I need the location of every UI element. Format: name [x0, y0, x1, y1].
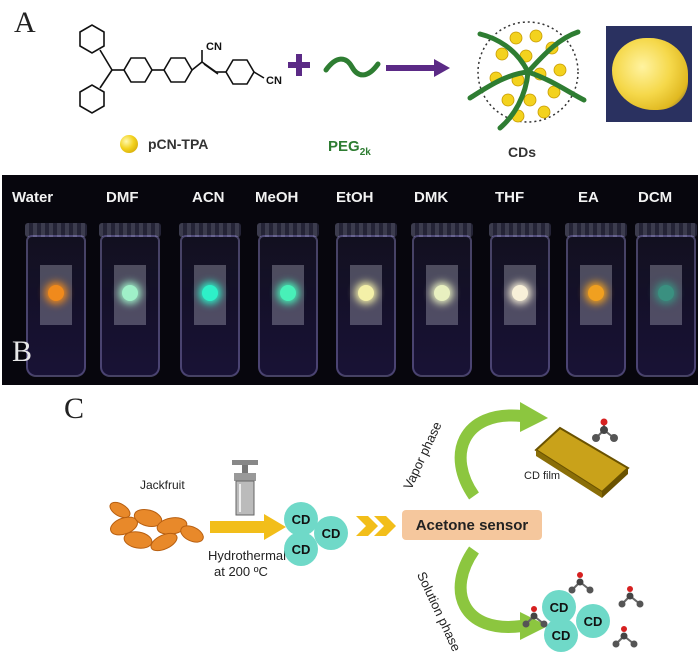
cd-particle: CD	[314, 516, 348, 550]
cn-top-label: CN	[206, 41, 222, 53]
jackfruit-label: Jackfruit	[140, 478, 185, 492]
plus-icon	[288, 54, 310, 76]
acetone-molecule-icon	[592, 418, 618, 442]
fluorescent-spot	[512, 285, 528, 301]
double-chevron-icon	[356, 516, 396, 536]
cd-particle: CD	[544, 618, 578, 652]
pcn-tpa-label: pCN-TPA	[148, 136, 209, 152]
cds-powder-photo	[606, 26, 692, 122]
panel-c-letter: C	[64, 392, 85, 425]
fluorescent-spot	[434, 285, 450, 301]
acetone-molecule-icon	[618, 586, 644, 608]
vial-ea	[565, 223, 627, 377]
vial-acn	[179, 223, 241, 377]
peg-chain-icon	[323, 56, 381, 78]
fluorescent-spot	[658, 285, 674, 301]
solvent-label-dmk: DMK	[414, 189, 449, 206]
vial-water	[25, 223, 87, 377]
temperature-label: at 200 ºC	[214, 564, 268, 579]
solvent-label-thf: THF	[495, 189, 525, 206]
vapor-phase-curved-arrow	[454, 402, 548, 500]
cd-film-label: CD film	[524, 470, 561, 482]
hydrothermal-label: Hydrothermal	[208, 548, 287, 563]
vial-etoh	[335, 223, 397, 377]
peg-label-base: PEG	[328, 138, 360, 155]
panel-a-letter: A	[14, 6, 36, 39]
acetone-sensor-box: Acetone sensor	[402, 510, 542, 540]
reaction-arrow-icon	[386, 59, 450, 77]
pcn-tpa-dot-legend	[120, 135, 138, 153]
acetone-molecule-icon	[522, 606, 548, 628]
vial-dmk	[411, 223, 473, 377]
jackfruit-image	[109, 501, 204, 552]
peg-label-sub: 2k	[359, 147, 371, 158]
acetone-molecule-icon	[568, 572, 594, 594]
cds-label: CDs	[508, 144, 537, 160]
vial-meoh	[257, 223, 319, 377]
solvent-label-meoh: MeOH	[255, 189, 299, 206]
solvent-label-etoh: EtOH	[336, 189, 374, 206]
vial-dmf	[99, 223, 161, 377]
cd-film-image	[534, 426, 630, 498]
vial-thf	[489, 223, 551, 377]
solvent-label-dmf: DMF	[106, 189, 139, 206]
pcn-tpa-structure: CN CN	[79, 24, 282, 114]
solvent-label-water: Water	[12, 189, 54, 206]
fluorescent-spot	[48, 285, 64, 301]
solution-phase-curved-arrow	[454, 546, 548, 640]
fluorescent-spot	[202, 285, 218, 301]
fluorescent-spot	[358, 285, 374, 301]
cd-particle: CD	[284, 502, 318, 536]
vial-dcm	[635, 223, 697, 377]
acetone-sensor-label: Acetone sensor	[415, 516, 529, 534]
peg-label: PEG2k	[328, 138, 371, 158]
fluorescent-spot	[588, 285, 604, 301]
cn-right-label: CN	[266, 75, 282, 87]
acetone-molecule-icon	[612, 626, 638, 648]
autoclave-icon	[232, 460, 258, 516]
fluorescent-spot	[122, 285, 138, 301]
fluorescent-spot	[280, 285, 296, 301]
cd-particle: CD	[576, 604, 610, 638]
synthesis-arrow-icon	[210, 514, 286, 540]
cd-particle: CD	[284, 532, 318, 566]
solvent-label-acn: ACN	[192, 189, 225, 206]
panel-b-letter: B	[12, 335, 33, 368]
solvent-label-dcm: DCM	[638, 189, 673, 206]
solvent-label-ea: EA	[578, 189, 599, 206]
solvent-vials-photo: Water DMF ACN MeOH EtOH DMK THF EA DCM B	[2, 175, 698, 385]
cds-nanoparticle-illustration	[467, 21, 587, 131]
yellow-powder-heap	[612, 38, 688, 110]
